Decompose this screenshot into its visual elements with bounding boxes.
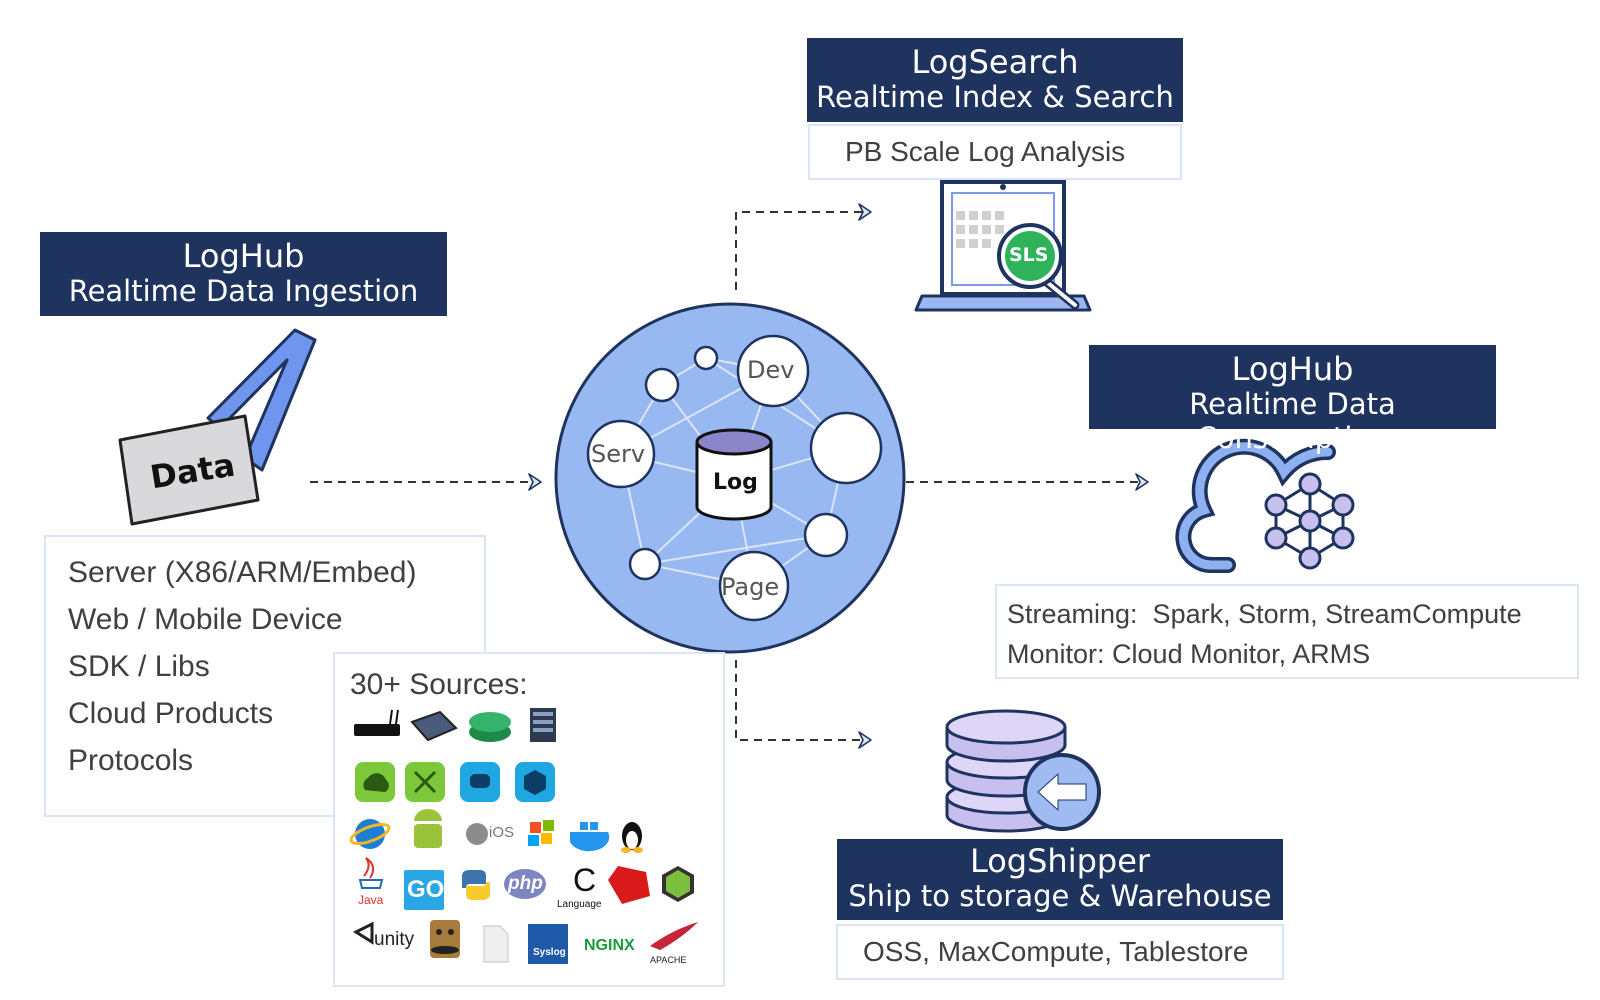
apple-icon bbox=[466, 823, 488, 845]
php-label: php bbox=[508, 873, 543, 894]
android-icon bbox=[414, 809, 442, 848]
windows-icon bbox=[528, 820, 554, 846]
python-icon bbox=[462, 870, 490, 900]
ship-title: LogShipper bbox=[969, 842, 1151, 880]
ship-title-box: LogShipper Ship to storage & Warehouse bbox=[837, 839, 1283, 920]
consume-detail-box: Streaming: Spark, Storm, StreamCompute M… bbox=[995, 584, 1579, 679]
network-switch-icon bbox=[469, 712, 511, 742]
nodejs-icon bbox=[662, 866, 694, 902]
hub-node-large bbox=[809, 411, 883, 485]
unity-label: unity bbox=[374, 929, 415, 950]
source-item: Cloud Products bbox=[68, 697, 274, 730]
router-icon bbox=[354, 724, 400, 736]
ship-detail-box: OSS, MaxCompute, Tablestore bbox=[836, 924, 1284, 980]
consume-title-box: LogHub Realtime Data Consumption bbox=[1089, 345, 1496, 455]
java-icon bbox=[358, 857, 384, 889]
connector-hub-to-search bbox=[735, 203, 872, 290]
cloud-network-icon bbox=[1175, 438, 1355, 574]
search-subtitle: Realtime Index & Search bbox=[816, 80, 1174, 114]
ios-label: iOS bbox=[489, 824, 515, 841]
file-icon bbox=[483, 925, 509, 963]
c-sub-label: Language bbox=[557, 899, 602, 910]
c-label: C bbox=[573, 862, 597, 898]
hub-node-dev-label: Dev bbox=[747, 356, 795, 384]
hub-node-serv bbox=[586, 419, 656, 489]
tablet-icon bbox=[410, 710, 458, 742]
ship-subtitle: Ship to storage & Warehouse bbox=[848, 879, 1272, 913]
log-hub-graphic bbox=[554, 302, 906, 654]
syslog-label: Syslog bbox=[533, 947, 566, 958]
docker-icon bbox=[570, 822, 610, 852]
syslog-icon bbox=[528, 924, 568, 964]
unity-icon bbox=[352, 921, 374, 945]
hub-node-dev bbox=[736, 334, 810, 408]
data-tag-icon bbox=[118, 328, 317, 526]
go-label: GO bbox=[407, 876, 445, 903]
ie-icon bbox=[349, 819, 391, 849]
search-detail-box: PB Scale Log Analysis bbox=[808, 124, 1182, 180]
consume-title: LogHub bbox=[1231, 350, 1354, 388]
ingest-title: LogHub bbox=[182, 237, 305, 275]
nginx-label: NGINX bbox=[584, 937, 635, 954]
connector-hub-to-ship bbox=[735, 660, 872, 749]
search-title-box: LogSearch Realtime Index & Search bbox=[807, 38, 1183, 122]
sources-panel-heading: 30+ Sources: bbox=[350, 668, 528, 701]
go-icon bbox=[404, 870, 444, 910]
source-item: SDK / Libs bbox=[68, 650, 210, 683]
hub-node-small bbox=[693, 345, 719, 371]
log-database-icon bbox=[695, 428, 773, 521]
laptop-search-icon bbox=[914, 180, 1092, 312]
source-item: Web / Mobile Device bbox=[68, 603, 343, 636]
source-item: Protocols bbox=[68, 744, 194, 777]
storage-shipper-icon bbox=[945, 709, 1101, 833]
apache-icon bbox=[650, 922, 698, 950]
server-rack-icon bbox=[530, 708, 556, 742]
java-label: Java bbox=[358, 893, 384, 907]
ingest-subtitle: Realtime Data Ingestion bbox=[68, 274, 419, 308]
hub-node-small bbox=[803, 512, 849, 558]
linux-icon bbox=[621, 822, 643, 853]
hub-node-small bbox=[644, 367, 680, 403]
source-item: Server (X86/ARM/Embed) bbox=[68, 556, 417, 589]
sls-badge-label: SLS bbox=[1009, 244, 1049, 266]
logstash-icon bbox=[430, 920, 460, 958]
consume-line: Streaming: Spark, Storm, StreamCompute bbox=[1007, 599, 1522, 629]
hub-center-label: Log bbox=[713, 470, 758, 495]
search-title: LogSearch bbox=[911, 43, 1079, 81]
hub-node-page bbox=[718, 550, 790, 622]
php-icon bbox=[504, 869, 546, 899]
apache-label: APACHE bbox=[650, 955, 687, 965]
hub-node-small bbox=[628, 547, 662, 581]
hub-node-page-label: Page bbox=[721, 573, 780, 601]
consume-subtitle: Realtime Data Consumption bbox=[1189, 387, 1396, 455]
ruby-icon bbox=[608, 866, 650, 904]
ingest-title-box: LogHub Realtime Data Ingestion bbox=[40, 232, 447, 316]
consume-line: Monitor: Cloud Monitor, ARMS bbox=[1007, 639, 1371, 669]
ship-detail: OSS, MaxCompute, Tablestore bbox=[863, 936, 1249, 967]
hub-node-serv-label: Serv bbox=[591, 440, 646, 468]
search-detail: PB Scale Log Analysis bbox=[845, 136, 1126, 167]
